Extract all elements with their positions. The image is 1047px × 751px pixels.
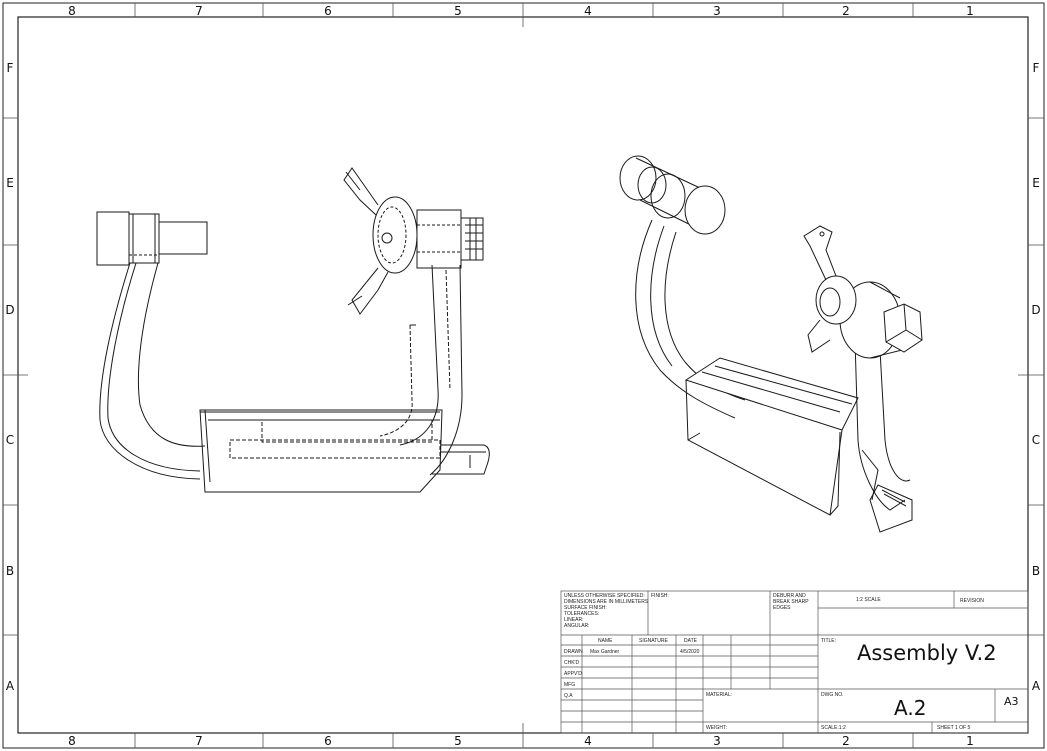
role-mfg: MFG bbox=[564, 682, 576, 688]
general-tolerance-note: UNLESS OTHERWISE SPECIFIED: DIMENSIONS A… bbox=[564, 593, 649, 629]
zone-row-left-F: F bbox=[6, 61, 14, 75]
dwg-no-label: DWG NO. bbox=[821, 692, 844, 698]
title-label: TITLE: bbox=[821, 638, 837, 644]
scale-header: 1:2 SCALE bbox=[856, 597, 881, 603]
finish-label: FINISH: bbox=[651, 593, 669, 599]
zone-row-right-B: B bbox=[1031, 564, 1041, 578]
title-block-grid bbox=[560, 590, 1029, 734]
sheet-label: SHEET 1 OF 5 bbox=[937, 725, 971, 731]
role-checked: CHK'D bbox=[564, 660, 580, 666]
zone-row-right-D: D bbox=[1031, 303, 1041, 317]
zone-column-top-8: 8 bbox=[68, 4, 76, 18]
role-approved: APPV'D bbox=[564, 671, 582, 677]
inner-frame bbox=[17, 16, 1029, 734]
zone-column-top-2: 2 bbox=[842, 4, 850, 18]
zone-column-top-6: 6 bbox=[324, 4, 332, 18]
zone-row-left-E: E bbox=[6, 176, 14, 190]
drawn-date: 4/5/2020 bbox=[680, 649, 700, 655]
side-view bbox=[96, 167, 490, 493]
revision-label: REVISION bbox=[960, 598, 984, 604]
zone-column-bottom-5: 5 bbox=[454, 734, 462, 748]
drawing-number: A.2 bbox=[894, 696, 927, 720]
zone-row-left-B: B bbox=[5, 564, 15, 578]
zone-row-left-D: D bbox=[5, 303, 15, 317]
zone-column-top-3: 3 bbox=[713, 4, 721, 18]
zone-column-bottom-2: 2 bbox=[842, 734, 850, 748]
zone-row-left-A: A bbox=[5, 679, 15, 693]
header-signature: SIGNATURE bbox=[639, 638, 668, 644]
zone-column-top-5: 5 bbox=[454, 4, 462, 18]
drawn-name: Max Gardner bbox=[590, 649, 620, 655]
zone-column-top-7: 7 bbox=[195, 4, 203, 18]
zone-column-top-1: 1 bbox=[966, 4, 974, 18]
zone-column-bottom-4: 4 bbox=[584, 734, 592, 748]
zone-row-right-A: A bbox=[1031, 679, 1041, 693]
role-drawn: DRAWN bbox=[564, 649, 583, 655]
header-date: DATE bbox=[684, 638, 697, 644]
zone-column-top-4: 4 bbox=[584, 4, 592, 18]
drawing-title: Assembly V.2 bbox=[857, 641, 997, 665]
role-qa: Q.A bbox=[564, 693, 573, 699]
zone-column-bottom-1: 1 bbox=[966, 734, 974, 748]
material-label: MATERIAL: bbox=[706, 692, 733, 698]
sheet-size: A3 bbox=[1004, 695, 1019, 708]
weight-label: WEIGHT: bbox=[706, 725, 727, 731]
zone-row-right-E: E bbox=[1032, 176, 1040, 190]
zone-row-right-C: C bbox=[1031, 433, 1041, 447]
deburr-note: DEBURR AND BREAK SHARP EDGES bbox=[773, 593, 809, 611]
zone-row-right-F: F bbox=[1032, 61, 1040, 75]
scale-label: SCALE:1:2 bbox=[821, 725, 846, 731]
zone-column-bottom-8: 8 bbox=[68, 734, 76, 748]
header-name: NAME bbox=[598, 638, 613, 644]
zone-ticks bbox=[3, 3, 1044, 748]
zone-column-bottom-7: 7 bbox=[195, 734, 203, 748]
zone-column-bottom-3: 3 bbox=[713, 734, 721, 748]
zone-row-left-C: C bbox=[5, 433, 15, 447]
zone-column-bottom-6: 6 bbox=[324, 734, 332, 748]
isometric-view bbox=[619, 155, 923, 533]
